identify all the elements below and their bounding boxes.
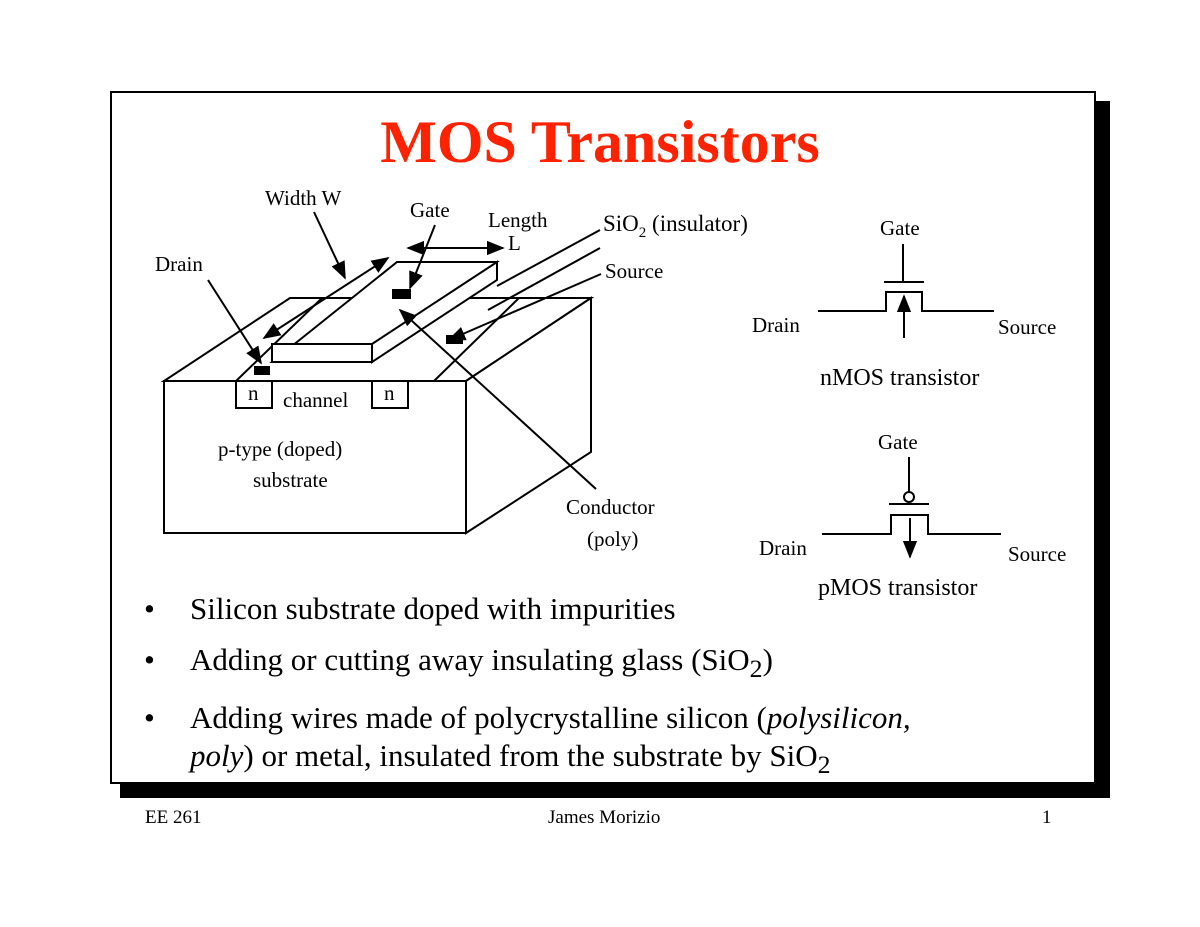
width-dimension xyxy=(262,257,390,339)
substrate-right xyxy=(465,296,592,535)
pmos-bubble xyxy=(903,491,915,503)
n-right-label: n xyxy=(384,381,395,405)
substrate-label-2: substrate xyxy=(253,468,328,492)
nmos-symbol: Gate Drain Source nMOS transistor xyxy=(752,216,1056,391)
gate-contact xyxy=(392,289,411,299)
gate-pointer xyxy=(409,224,436,290)
conductor-label-1: Conductor xyxy=(566,495,655,519)
oxide-pointer-2 xyxy=(487,247,601,311)
poly-gate-right xyxy=(371,260,498,364)
pmos-gate-label: Gate xyxy=(878,430,918,454)
channel-label: channel xyxy=(283,388,348,412)
source-contact xyxy=(446,335,463,344)
oxide-pointer xyxy=(496,229,601,287)
footer-page-number: 1 xyxy=(1042,807,1052,828)
bullet-list: Silicon substrate doped with impurities … xyxy=(144,590,1064,795)
source-pointer xyxy=(447,273,602,341)
drain-label: Drain xyxy=(155,252,203,276)
width-label: Width W xyxy=(265,186,342,210)
nmos-channel xyxy=(818,291,994,312)
footer-course: EE 261 xyxy=(145,807,202,828)
n-region-left xyxy=(235,380,273,409)
oxide-label: SiO2 (insulator) xyxy=(603,211,748,241)
bullet-1: Silicon substrate doped with impurities xyxy=(144,590,1064,627)
nmos-gate-label: Gate xyxy=(880,216,920,240)
width-pointer xyxy=(313,211,346,280)
bullet-2: Adding or cutting away insulating glass … xyxy=(144,641,1064,685)
poly-gate-front xyxy=(271,343,373,363)
pmos-source-label: Source xyxy=(1008,542,1066,566)
bullet-3: Adding wires made of polycrystalline sil… xyxy=(144,699,1064,780)
source-label: Source xyxy=(605,259,663,283)
pmos-channel xyxy=(822,514,1001,535)
nmos-caption: nMOS transistor xyxy=(820,365,979,391)
length-label: Length xyxy=(488,208,548,232)
nmos-drain-label: Drain xyxy=(752,313,800,337)
pmos-symbol: Gate Drain Source pMOS transistor xyxy=(759,430,1066,601)
nmos-source-label: Source xyxy=(998,315,1056,339)
drain-contact xyxy=(254,366,270,375)
gate-label: Gate xyxy=(410,198,450,222)
transistor-3d xyxy=(160,260,595,535)
length-symbol: L xyxy=(508,231,521,255)
pmos-drain-label: Drain xyxy=(759,536,807,560)
slide-title: MOS Transistors xyxy=(380,109,820,175)
conductor-pointer xyxy=(398,308,597,490)
n-region-right xyxy=(371,380,409,409)
conductor-label-2: (poly) xyxy=(587,527,638,551)
footer-author: James Morizio xyxy=(548,807,661,828)
n-left-label: n xyxy=(248,381,259,405)
drain-pointer xyxy=(207,279,262,365)
substrate-label-1: p-type (doped) xyxy=(218,437,342,461)
